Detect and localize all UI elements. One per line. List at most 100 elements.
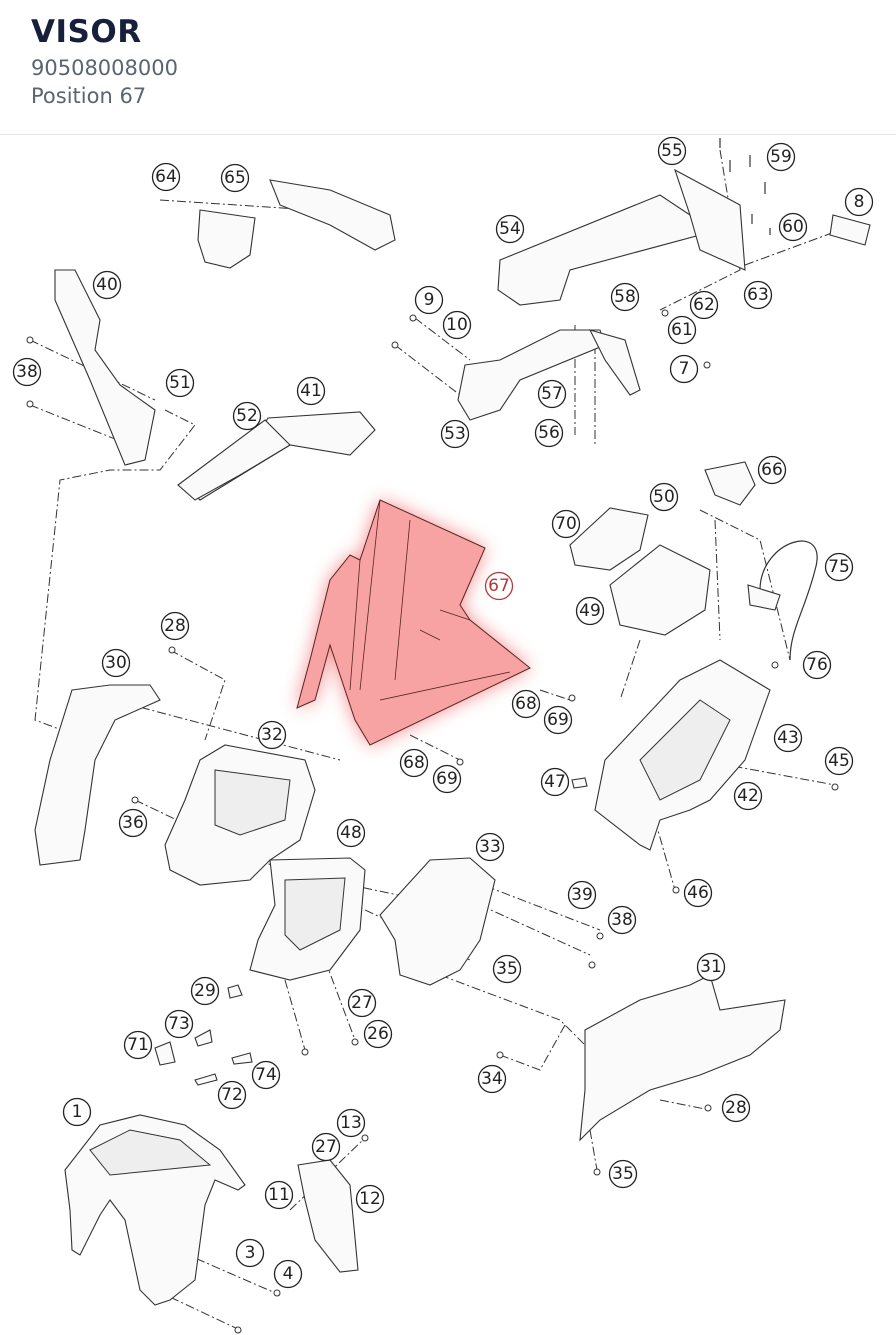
callout-label: 31 [700, 957, 722, 977]
callout-33[interactable]: 33 [475, 832, 505, 862]
callout-76[interactable]: 76 [802, 650, 832, 680]
callout-label: 36 [122, 813, 144, 833]
page-header: VISOR 90508008000 Position 67 [0, 0, 896, 135]
callout-51[interactable]: 51 [165, 368, 195, 398]
parts [34, 168, 871, 1306]
callout-54[interactable]: 54 [495, 214, 525, 244]
callout-28-bottom[interactable]: 28 [721, 1093, 751, 1123]
callout-47[interactable]: 47 [540, 767, 570, 797]
callout-label: 58 [614, 287, 636, 307]
callout-32[interactable]: 32 [257, 720, 287, 750]
callout-label: 71 [127, 1035, 149, 1055]
callout-65[interactable]: 65 [220, 163, 250, 193]
callout-75[interactable]: 75 [824, 552, 854, 582]
callout-29[interactable]: 29 [190, 976, 220, 1006]
callout-35-mid[interactable]: 35 [492, 954, 522, 984]
callout-label: 34 [481, 1069, 503, 1089]
callout-label: 4 [283, 1264, 294, 1284]
callout-9[interactable]: 9 [414, 285, 444, 315]
callout-label: 7 [679, 359, 690, 379]
callout-label: 30 [105, 653, 127, 673]
callout-67[interactable]: 67 [484, 571, 514, 601]
callout-35-bottom[interactable]: 35 [608, 1159, 638, 1189]
callout-8[interactable]: 8 [844, 187, 874, 217]
callout-label: 33 [479, 837, 501, 857]
callout-69-right[interactable]: 69 [543, 705, 573, 735]
callout-label: 38 [16, 362, 38, 382]
callout-36[interactable]: 36 [118, 808, 148, 838]
callout-41[interactable]: 41 [296, 376, 326, 406]
callout-38-top[interactable]: 38 [12, 357, 42, 387]
callout-label: 27 [351, 993, 373, 1013]
callout-label: 48 [340, 823, 362, 843]
callout-52[interactable]: 52 [232, 401, 262, 431]
visor-highlight[interactable] [296, 499, 531, 746]
callout-71[interactable]: 71 [123, 1030, 153, 1060]
callout-45[interactable]: 45 [824, 746, 854, 776]
callout-59[interactable]: 59 [766, 142, 796, 172]
callout-4[interactable]: 4 [273, 1259, 303, 1289]
callout-53[interactable]: 53 [440, 419, 470, 449]
callout-68-left[interactable]: 68 [399, 748, 429, 778]
callout-46[interactable]: 46 [683, 878, 713, 908]
callout-label: 67 [488, 576, 510, 596]
callout-61[interactable]: 61 [667, 315, 697, 345]
callout-64[interactable]: 64 [151, 162, 181, 192]
callout-26[interactable]: 26 [363, 1019, 393, 1049]
callout-label: 35 [496, 959, 518, 979]
callout-55[interactable]: 55 [657, 136, 687, 166]
callout-70[interactable]: 70 [551, 509, 581, 539]
callout-label: 12 [359, 1189, 381, 1209]
callout-42[interactable]: 42 [733, 781, 763, 811]
callout-56[interactable]: 56 [534, 418, 564, 448]
callout-58[interactable]: 58 [610, 282, 640, 312]
callout-68-right[interactable]: 68 [511, 689, 541, 719]
callout-43[interactable]: 43 [773, 723, 803, 753]
callout-label: 38 [611, 910, 633, 930]
callout-label: 61 [671, 320, 693, 340]
callout-3[interactable]: 3 [235, 1238, 265, 1268]
callout-label: 49 [579, 601, 601, 621]
callout-27-mid[interactable]: 27 [347, 988, 377, 1018]
callout-27-bottom[interactable]: 27 [311, 1132, 341, 1162]
callout-label: 41 [300, 381, 322, 401]
callout-73[interactable]: 73 [164, 1009, 194, 1039]
callout-7[interactable]: 7 [669, 354, 699, 384]
callout-63[interactable]: 63 [743, 280, 773, 310]
callout-34[interactable]: 34 [477, 1064, 507, 1094]
callout-label: 47 [544, 772, 566, 792]
callout-label: 74 [255, 1065, 277, 1085]
callout-72[interactable]: 72 [217, 1080, 247, 1110]
callout-50[interactable]: 50 [649, 482, 679, 512]
callout-label: 32 [261, 725, 283, 745]
callout-10[interactable]: 10 [442, 310, 472, 340]
callout-57[interactable]: 57 [537, 379, 567, 409]
callout-62[interactable]: 62 [689, 290, 719, 320]
callout-60[interactable]: 60 [778, 212, 808, 242]
callout-label: 63 [747, 285, 769, 305]
callout-66[interactable]: 66 [757, 455, 787, 485]
callout-11[interactable]: 11 [264, 1180, 294, 1210]
callout-39[interactable]: 39 [567, 880, 597, 910]
callout-label: 75 [828, 557, 850, 577]
callout-label: 35 [612, 1164, 634, 1184]
callout-label: 40 [96, 275, 118, 295]
callout-38-mid[interactable]: 38 [607, 905, 637, 935]
callout-13[interactable]: 13 [336, 1108, 366, 1138]
callout-31[interactable]: 31 [696, 952, 726, 982]
callout-label: 59 [770, 147, 792, 167]
callout-28-top[interactable]: 28 [160, 611, 190, 641]
callout-label: 29 [194, 981, 216, 1001]
callout-40[interactable]: 40 [92, 270, 122, 300]
callout-label: 50 [653, 487, 675, 507]
callout-74[interactable]: 74 [251, 1060, 281, 1090]
callout-1[interactable]: 1 [62, 1097, 92, 1127]
callout-30[interactable]: 30 [101, 648, 131, 678]
callout-label: 66 [761, 460, 783, 480]
callout-12[interactable]: 12 [355, 1184, 385, 1214]
callout-label: 72 [221, 1085, 243, 1105]
callout-49[interactable]: 49 [575, 596, 605, 626]
callout-label: 68 [515, 694, 537, 714]
callout-69-left[interactable]: 69 [432, 764, 462, 794]
callout-48[interactable]: 48 [336, 818, 366, 848]
